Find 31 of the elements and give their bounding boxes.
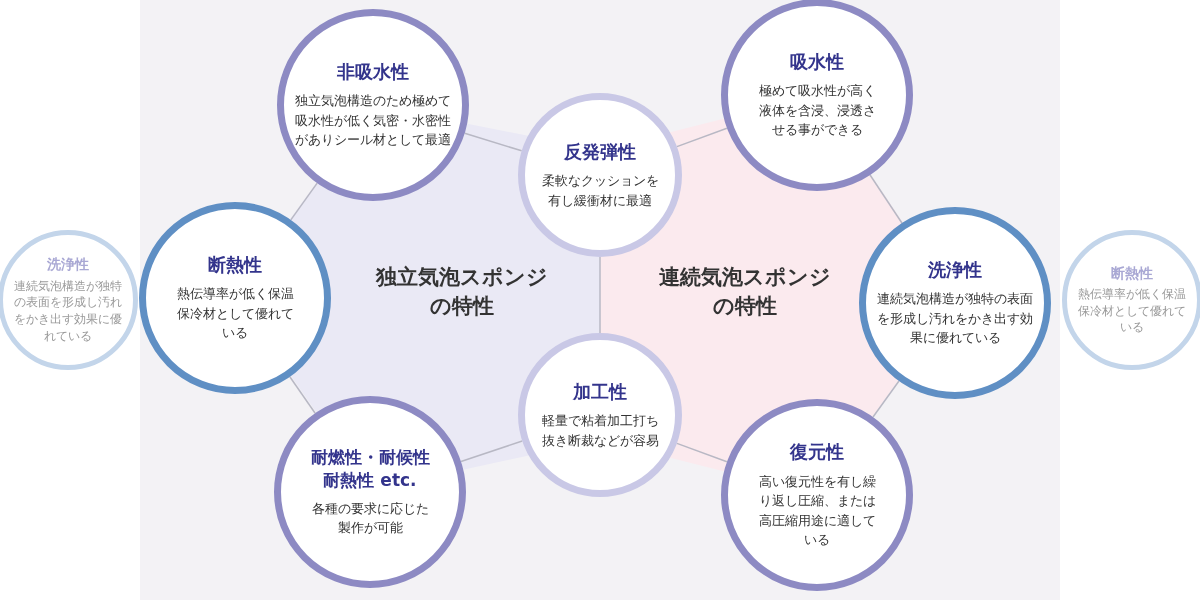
feature-description: 熱伝導率が低く保温保冷材として優れている bbox=[1077, 285, 1187, 337]
feature-title: 耐燃性・耐候性耐熱性 etc. bbox=[309, 446, 431, 491]
feature-title: 断熱性 bbox=[208, 253, 262, 277]
feature-description: 軽量で粘着加工打ち抜き断裁などが容易 bbox=[540, 412, 660, 450]
connector-line bbox=[599, 256, 601, 334]
feature-description: 熱伝導率が低く保温保冷材として優れている bbox=[175, 285, 295, 343]
feature-description: 連続気泡構造が独特の表面を形成し汚れをかき出す効果に優れている bbox=[876, 290, 1034, 348]
feature-title: 吸水性 bbox=[790, 50, 844, 74]
section-title: 連続気泡スポンジの特性 bbox=[658, 263, 832, 320]
feature-description: 各種の要求に応じた製作が可能 bbox=[310, 499, 430, 538]
section-title: 独立気泡スポンジの特性 bbox=[374, 263, 549, 320]
connector-line bbox=[460, 440, 523, 463]
feature-title: 非吸水性 bbox=[337, 60, 409, 84]
feature-title: 反発弾性 bbox=[564, 139, 636, 164]
connector-line bbox=[289, 376, 316, 414]
feature-title: 洗浄性 bbox=[47, 255, 89, 274]
feature-description: 連続気泡構造が独特の表面を形成し汚れをかき出す効果に優れている bbox=[13, 277, 123, 345]
feature-title: 洗浄性 bbox=[928, 258, 982, 282]
feature-description: 独立気泡構造のため極めて吸水性が低く気密・水密性がありシール材として最適 bbox=[295, 92, 451, 150]
feature-title: 復元性 bbox=[790, 440, 844, 464]
feature-title: 断熱性 bbox=[1111, 263, 1153, 282]
connector-line bbox=[290, 182, 318, 221]
connector-line bbox=[676, 127, 728, 148]
connector-line bbox=[872, 380, 900, 418]
connector-line bbox=[464, 132, 523, 152]
feature-title: 加工性 bbox=[573, 379, 627, 404]
connector-line bbox=[676, 442, 728, 463]
feature-description: 高い復元性を有し繰り返し圧縮、または高圧縮用途に適している bbox=[757, 472, 877, 550]
feature-description: 極めて吸水性が高く液体を含浸、浸透させる事ができる bbox=[757, 82, 877, 140]
connector-line bbox=[869, 174, 903, 224]
feature-description: 柔軟なクッションを有し緩衝材に最適 bbox=[540, 172, 660, 210]
